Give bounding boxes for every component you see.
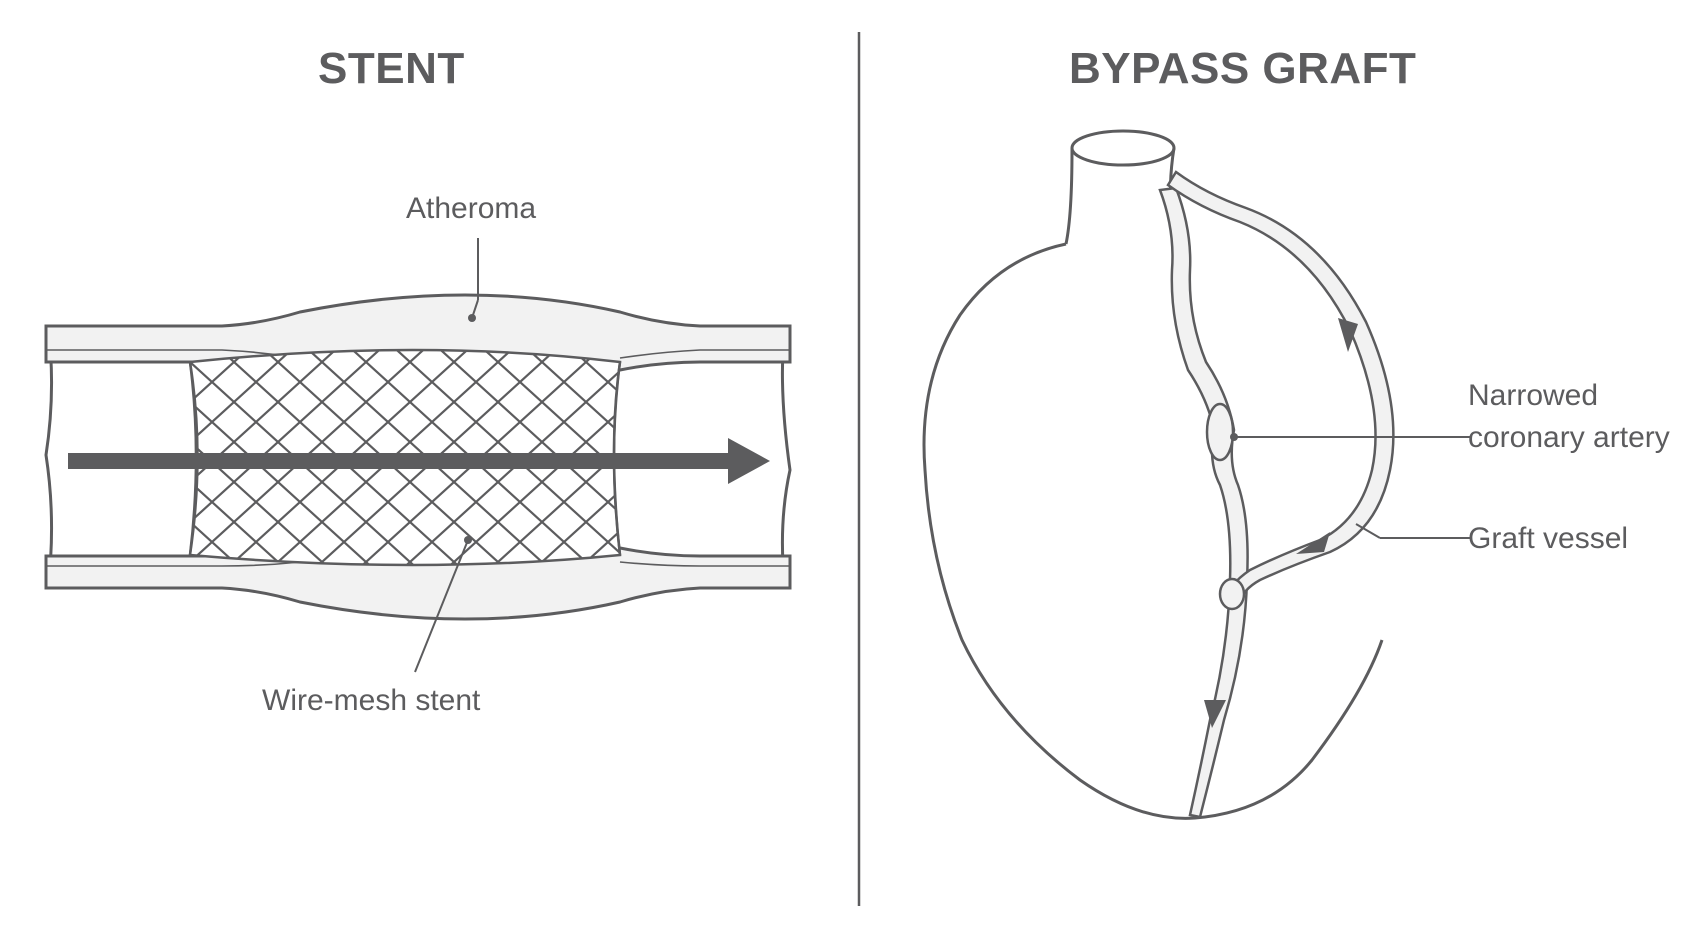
wire-mesh-stent-label: Wire-mesh stent bbox=[262, 684, 481, 717]
blood-flow-arrow bbox=[68, 438, 770, 484]
flow-arrow-middle bbox=[1296, 532, 1330, 554]
graft-vessel-label: Graft vessel bbox=[1468, 522, 1629, 555]
narrowed-coronary-artery-label-line1: Narrowed bbox=[1468, 379, 1599, 412]
narrowed-coronary-artery-label-line2: coronary artery bbox=[1468, 421, 1670, 454]
atheroma-label: Atheroma bbox=[406, 192, 537, 225]
heart bbox=[922, 129, 1384, 820]
flow-arrow-top bbox=[1338, 318, 1358, 352]
stent-title: STENT bbox=[318, 44, 465, 93]
coronary-artery bbox=[1158, 186, 1249, 819]
narrowing bbox=[1205, 402, 1235, 462]
flow-arrow-bottom bbox=[1204, 700, 1226, 728]
bypass-graft-title: BYPASS GRAFT bbox=[1069, 44, 1417, 93]
